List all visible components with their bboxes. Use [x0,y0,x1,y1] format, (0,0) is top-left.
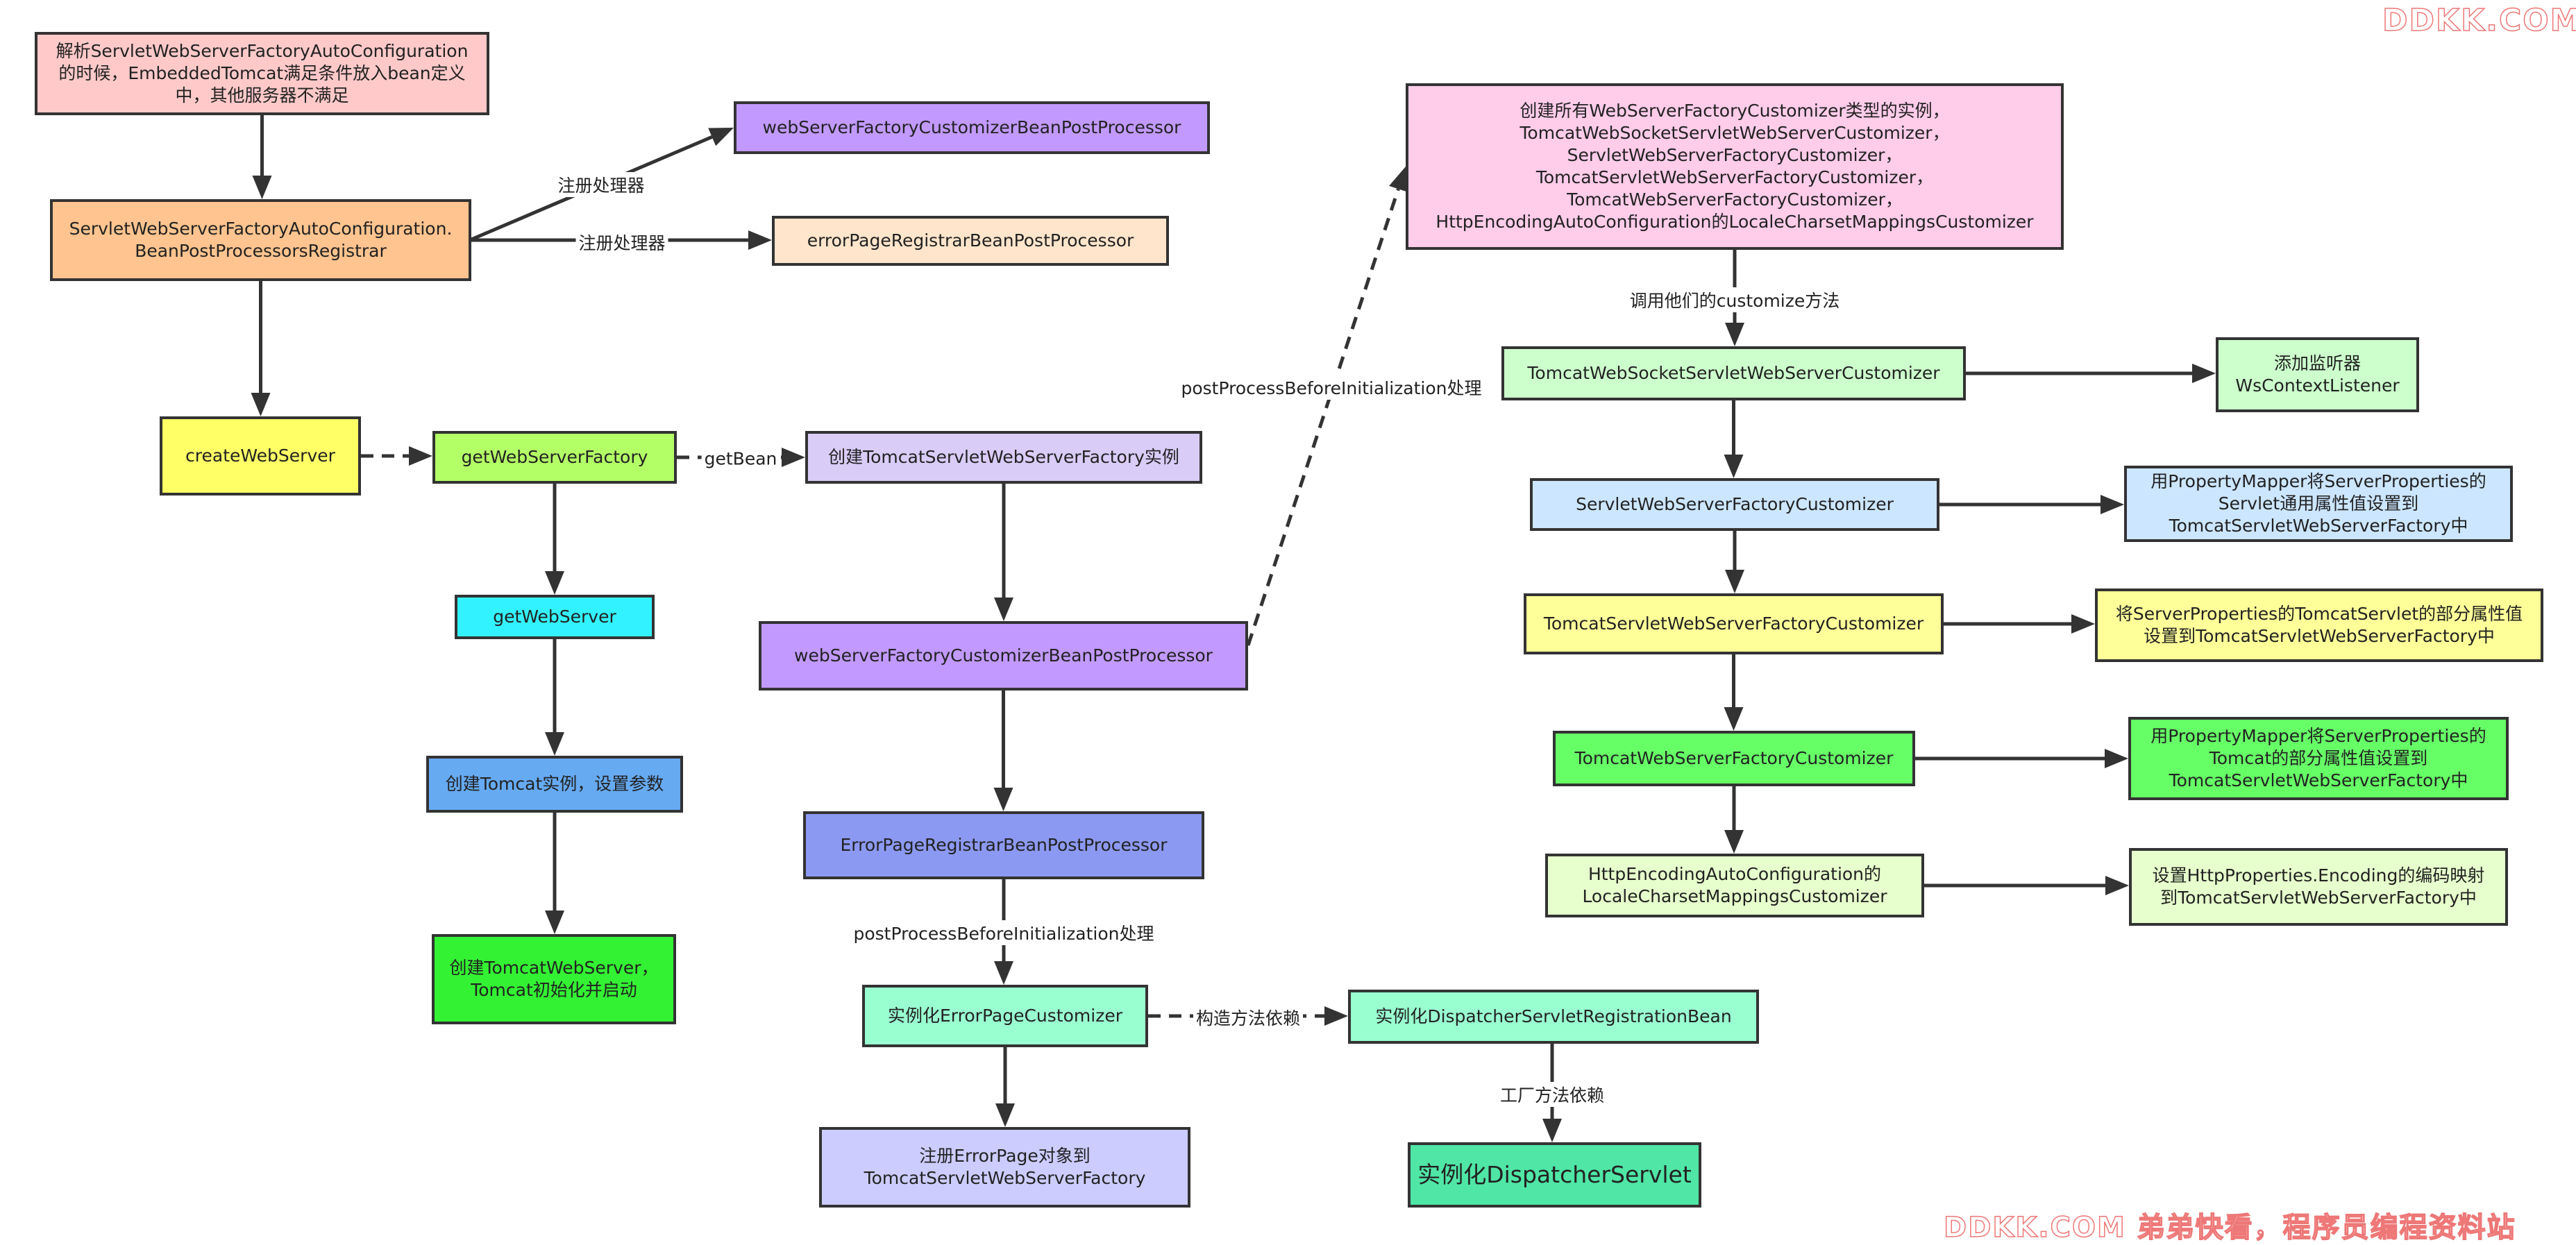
arrowhead-n5-n6 [409,446,432,466]
arrowhead-n6-n8 [545,571,564,595]
node-instantiate-errorpage-customizer: 实例化ErrorPageCustomizer [862,985,1148,1047]
node-get-web-server: getWebServer [455,595,655,639]
node-errorpage-bpp-registered: errorPageRegistrarBeanPostProcessor [772,216,1169,266]
edge-label-factory-method-dependency: 工厂方法依赖 [1497,1082,1608,1107]
node-servlet-common-props: 用PropertyMapper将ServerProperties的 Servle… [2124,466,2513,542]
node-beanpostprocessors-registrar: ServletWebServerFactoryAutoConfiguration… [50,199,471,281]
node-register-errorpage: 注册ErrorPage对象到 TomcatServletWebServerFac… [819,1127,1190,1208]
node-encoding-mapping: 设置HttpProperties.Encoding的编码映射 到TomcatSe… [2129,848,2508,926]
edge-label-register-1: 注册处理器 [555,172,648,197]
arrowhead-n10-n12 [545,911,564,934]
node-tomcat-servlet-factory-customizer: TomcatServletWebServerFactoryCustomizer [1524,593,1944,654]
arrowhead-n18-n20 [1724,455,1744,478]
arrowhead-n20-n21 [2101,495,2124,514]
arrowhead-n13-n15 [995,1103,1015,1127]
node-create-tomcat-factory: 创建TomcatServletWebServerFactory实例 [805,431,1202,484]
arrowhead-n26-n27 [2105,876,2129,895]
node-instantiate-dispatcher-servlet: 实例化DispatcherServlet [1408,1142,1701,1208]
node-errorpage-registrar-bpp: ErrorPageRegistrarBeanPostProcessor [803,811,1204,879]
node-create-tomcat-instance: 创建Tomcat实例，设置参数 [426,756,683,813]
node-create-web-server: createWebServer [160,416,361,496]
node-customizer-bpp-registered: webServerFactoryCustomizerBeanPostProces… [734,101,1210,154]
arrowhead-n14-n16 [1542,1119,1562,1142]
arrowhead-n6-n7 [782,448,805,467]
arrowhead-n8-n10 [545,732,564,756]
arrowhead-n24-n26 [1724,830,1744,854]
node-tomcatservlet-props: 将ServerProperties的TomcatServlet的部分属性值 设置… [2095,588,2543,662]
arrowhead-n24-n25 [2105,749,2128,768]
arrowhead-n7-n9 [994,598,1013,621]
arrowhead-n22-n23 [2071,614,2095,634]
node-tomcat-factory-customizer: TomcatWebServerFactoryCustomizer [1553,731,1915,786]
arrowhead-n2-n5 [251,393,271,416]
arrowhead-n9-n17 [1389,167,1408,192]
arrowhead-n18-n19 [2192,364,2216,383]
node-create-tomcat-web-server: 创建TomcatWebServer， Tomcat初始化并启动 [432,934,676,1024]
edge-n9-n17 [1246,188,1400,646]
edge-label-postprocess-errorpage: postProcessBeforeInitialization处理 [850,920,1157,945]
arrowhead-n2-n4 [748,230,772,250]
arrowhead-n17-n18 [1725,323,1744,346]
watermark-bottom: DDKK.COM 弟弟快看，程序员编程资料站 [1943,1211,2516,1244]
node-create-all-customizers: 创建所有WebServerFactoryCustomizer类型的实例， Tom… [1406,83,2064,250]
node-servlet-factory-customizer: ServletWebServerFactoryCustomizer [1530,478,1939,531]
edge-label-postprocess-customizers: postProcessBeforeInitialization处理 [1178,375,1485,400]
edge-label-getbean: getBean [701,448,780,469]
node-get-web-server-factory: getWebServerFactory [432,431,677,484]
edge-label-register-2: 注册处理器 [575,230,668,255]
edge-label-constructor-dependency: 构造方法依赖 [1193,1005,1304,1030]
node-tomcat-props: 用PropertyMapper将ServerProperties的 Tomcat… [2128,717,2509,800]
arrowhead-n11-n13 [994,961,1013,985]
node-websocket-customizer: TomcatWebSocketServletWebServerCustomize… [1501,346,1966,400]
arrowhead-n20-n22 [1725,570,1744,593]
node-parse-autoconfig: 解析ServletWebServerFactoryAutoConfigurati… [35,32,489,115]
node-locale-charset-customizer: HttpEncodingAutoConfiguration的 LocaleCha… [1545,854,1924,917]
arrowhead-n2-n3 [708,128,734,146]
arrowhead-n13-n14 [1324,1006,1348,1026]
node-add-ws-listener: 添加监听器 WsContextListener [2216,337,2419,412]
edge-label-call-customize: 调用他们的customize方法 [1626,287,1843,312]
arrowhead-n9-n11 [993,788,1013,811]
arrowhead-n22-n24 [1724,707,1744,731]
node-instantiate-dispatcher-registration: 实例化DispatcherServletRegistrationBean [1348,990,1759,1044]
arrowhead-n1-n2 [252,176,272,199]
node-customizer-bpp: webServerFactoryCustomizerBeanPostProces… [759,621,1248,691]
watermark-top: DDKK.COM [2382,2,2576,39]
